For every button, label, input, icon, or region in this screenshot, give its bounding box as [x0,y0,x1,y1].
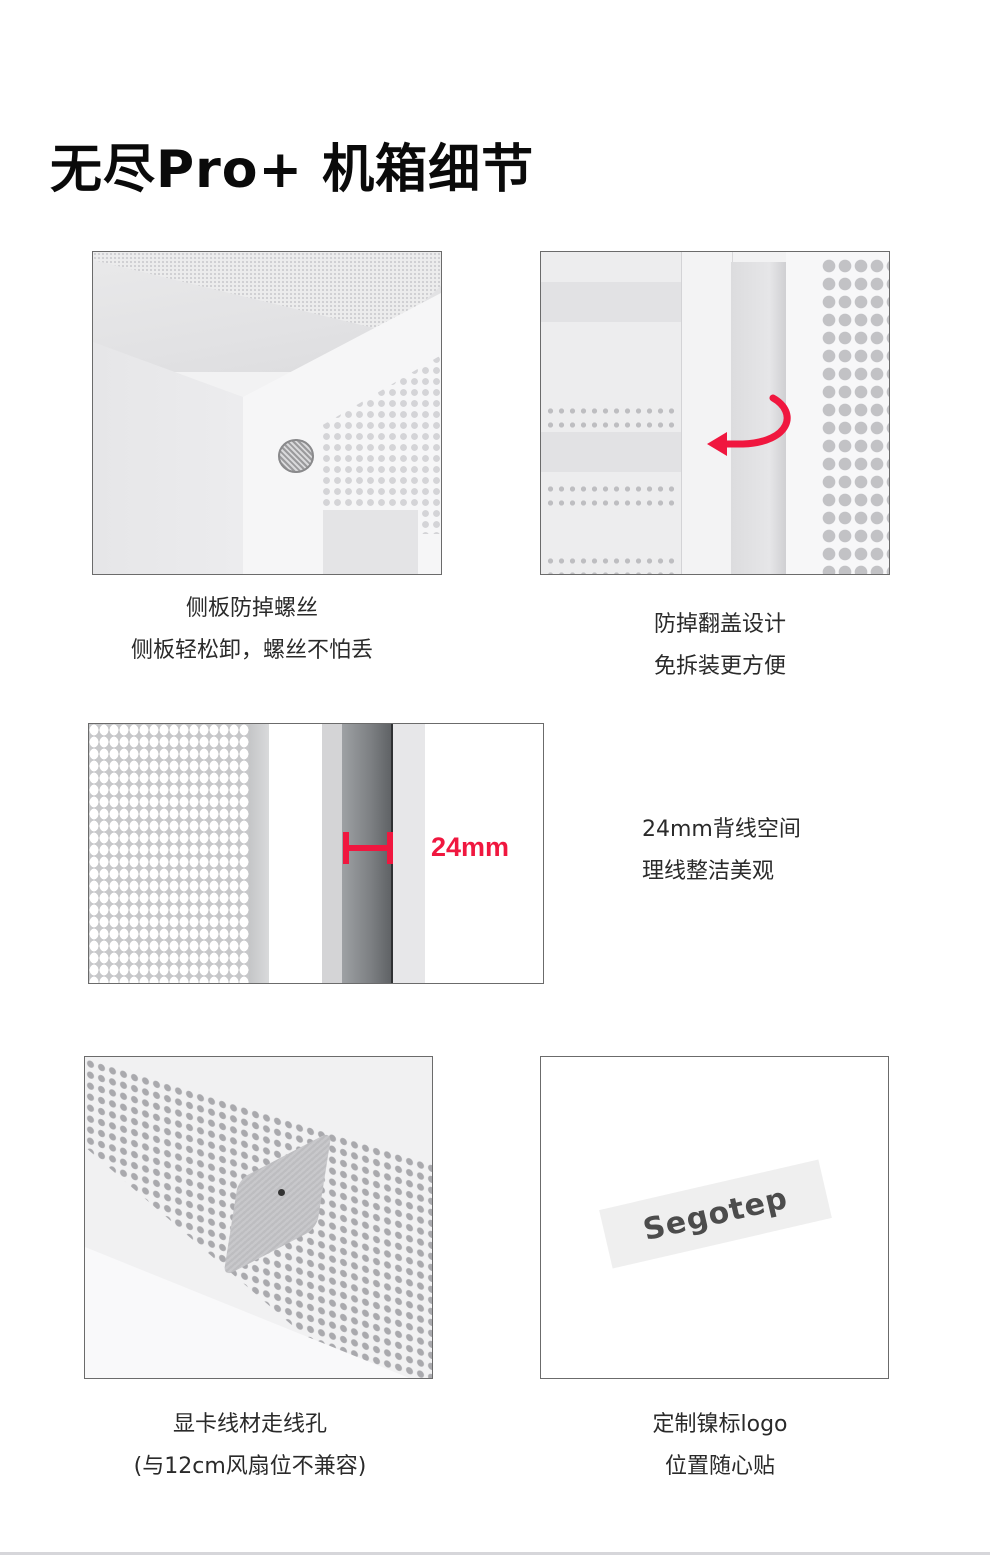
slot-holes [545,404,675,432]
gpu-cable-hole-photo [84,1056,433,1379]
caption-cable-space: 24mm背线空间 理线整洁美观 [630,809,842,893]
front-panel [93,342,243,574]
caption-line: (与12cm风扇位不兼容) [133,1454,367,1479]
side-rail [393,724,425,983]
slot-holes [545,482,675,510]
cover-channel [731,262,786,574]
cable-space-photo: 24mm [88,723,544,984]
cable-gap [342,724,392,983]
dimension-label: 24mm [431,832,510,862]
screw-point-icon [278,1189,285,1196]
caption-line: 定制镍标logo [652,1412,788,1437]
tray-edge [322,724,342,983]
mesh-panel [89,724,264,983]
white-gap [269,724,324,983]
caption-line: 显卡线材走线孔 [172,1412,327,1437]
slot-band [541,282,681,322]
caption-side-panel-screw: 侧板防掉螺丝 侧板轻松卸，螺丝不怕丢 [92,588,412,672]
brand-logo: Segotep [639,1180,792,1248]
caption-flip-cover: 防掉翻盖设计 免拆装更方便 [620,604,820,688]
slot-band [541,432,681,472]
mesh-edge [249,724,269,983]
page-title: 无尽Pro+ 机箱细节 [50,139,535,200]
rotate-arrow-icon [707,394,791,456]
side-panel-screw-photo [92,251,442,575]
caption-line: 免拆装更方便 [653,654,786,679]
slot-holes [545,554,675,574]
caption-line: 防掉翻盖设计 [653,612,786,637]
caption-line: 侧板防掉螺丝 [185,596,318,621]
caption-line: 24mm背线空间 [642,817,801,842]
caption-line: 理线整洁美观 [642,859,775,884]
panel-slot [323,510,418,574]
flip-cover-photo [540,251,890,575]
logo-badge: Segotep [599,1159,832,1269]
custom-logo-photo: Segotep [540,1056,889,1379]
caption-custom-logo: 定制镍标logo 位置随心贴 [620,1404,820,1488]
thumb-screw-icon [278,439,314,473]
caption-line: 位置随心贴 [664,1454,775,1479]
bottom-divider [0,1552,990,1555]
rear-vent-holes [821,257,889,574]
caption-line: 侧板轻松卸，螺丝不怕丢 [130,638,373,663]
caption-gpu-cable-hole: 显卡线材走线孔 (与12cm风扇位不兼容) [100,1404,400,1488]
dimension-marker-icon [343,832,393,864]
